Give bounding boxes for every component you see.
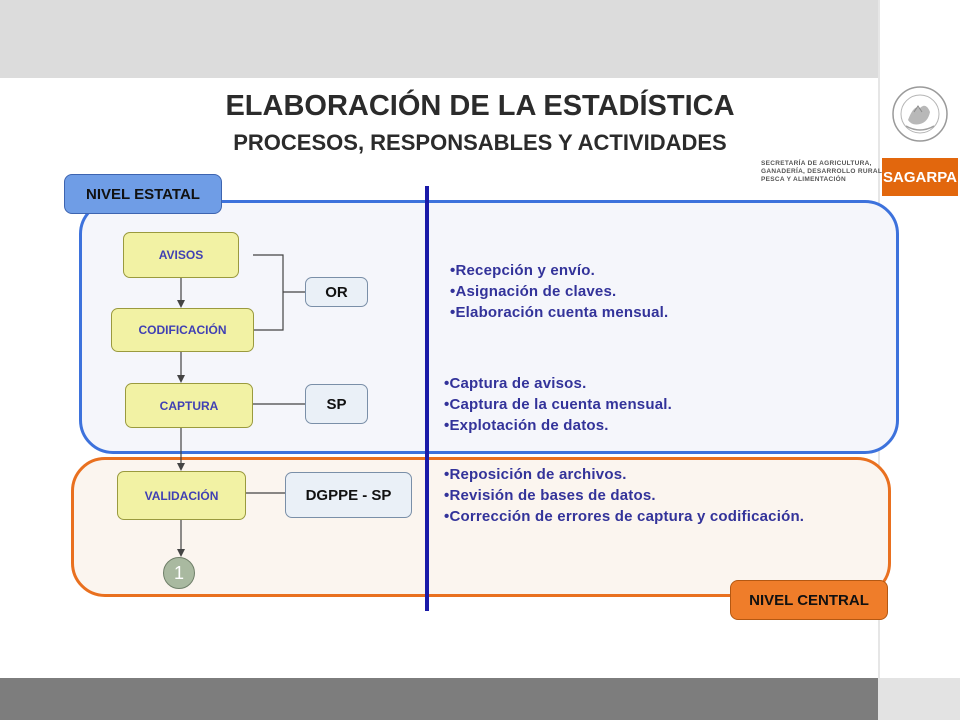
activity-item: Asignación de claves. xyxy=(450,281,668,302)
process-captura: CAPTURA xyxy=(125,383,253,428)
national-seal-icon xyxy=(892,86,948,142)
process-avisos: AVISOS xyxy=(123,232,239,278)
arrowhead-icon xyxy=(177,300,185,308)
arrowhead-icon xyxy=(177,375,185,383)
bottom-banner-right xyxy=(878,678,960,720)
activity-item: Elaboración cuenta mensual. xyxy=(450,302,668,323)
activity-item: Captura de avisos. xyxy=(444,373,672,394)
level-label-estatal: NIVEL ESTATAL xyxy=(64,174,222,214)
responsible-or: OR xyxy=(305,277,368,307)
activity-item: Captura de la cuenta mensual. xyxy=(444,394,672,415)
agency-line: PESCA Y ALIMENTACIÓN xyxy=(761,176,846,183)
agency-line: GANADERÍA, DESARROLLO RURAL, xyxy=(761,168,885,175)
offpage-connector: 1 xyxy=(163,557,195,589)
page-title: ELABORACIÓN DE LA ESTADÍSTICA xyxy=(225,90,735,122)
page-subtitle: PROCESOS, RESPONSABLES Y ACTIVIDADES xyxy=(233,130,727,155)
arrowhead-icon xyxy=(177,549,185,557)
brand-logo: SAGARPA xyxy=(882,158,958,196)
activity-item: Reposición de archivos. xyxy=(444,464,804,485)
activity-item: Revisión de bases de datos. xyxy=(444,485,804,506)
activity-item: Recepción y envío. xyxy=(450,260,668,281)
process-validacion: VALIDACIÓN xyxy=(117,471,246,520)
bracket-line xyxy=(253,254,284,331)
activities-list-2: Captura de avisos. Captura de la cuenta … xyxy=(444,373,672,436)
activities-list-3: Reposición de archivos. Revisión de base… xyxy=(444,464,804,527)
responsible-dgppe-sp: DGPPE - SP xyxy=(285,472,412,518)
level-label-central: NIVEL CENTRAL xyxy=(730,580,888,620)
activities-list-1: Recepción y envío. Asignación de claves.… xyxy=(450,260,668,323)
process-codificacion: CODIFICACIÓN xyxy=(111,308,254,352)
agency-line: SECRETARÍA DE AGRICULTURA, xyxy=(761,160,872,167)
responsible-sp: SP xyxy=(305,384,368,424)
column-divider-line xyxy=(425,186,429,611)
agency-name: SECRETARÍA DE AGRICULTURA, GANADERÍA, DE… xyxy=(761,160,885,184)
top-banner xyxy=(0,0,878,78)
activity-item: Explotación de datos. xyxy=(444,415,672,436)
bottom-banner xyxy=(0,678,878,720)
activity-item: Corrección de errores de captura y codif… xyxy=(444,506,804,527)
arrowhead-icon xyxy=(177,463,185,471)
